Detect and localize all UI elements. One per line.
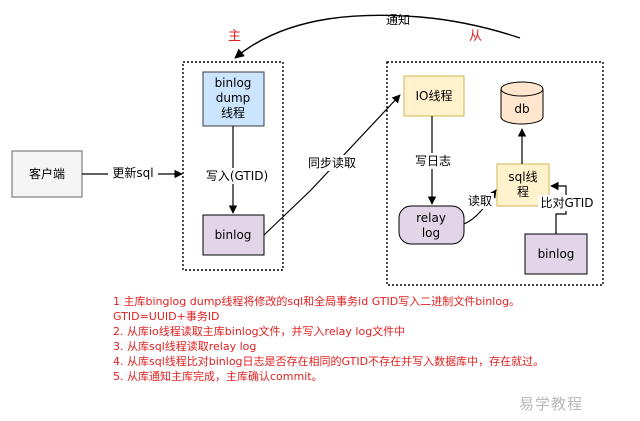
update-sql-label: 更新sql bbox=[112, 165, 153, 180]
steps-list: 1 主库binglog dump线程将修改的sql和全局事务id GTID写入二… bbox=[113, 294, 593, 384]
compare-gtid-label: 比对GTID bbox=[541, 196, 594, 210]
sync-read-label-bg bbox=[306, 155, 358, 171]
db-cylinder bbox=[500, 81, 544, 125]
sync-read-label: 同步读取 bbox=[308, 156, 356, 170]
master-group bbox=[182, 61, 284, 271]
binlog-dump-label-3: 线程 bbox=[221, 105, 245, 120]
io-thread-label: IO线程 bbox=[416, 88, 453, 103]
write-gtid-label-bg bbox=[206, 168, 268, 184]
master-binlog-box bbox=[202, 214, 265, 256]
read-label-bg bbox=[466, 193, 494, 209]
sync-read-arrow bbox=[263, 94, 401, 236]
slave-label: 从 bbox=[469, 29, 482, 44]
slave-group bbox=[386, 61, 604, 286]
step-item: 1 主库binglog dump线程将修改的sql和全局事务id GTID写入二… bbox=[113, 295, 521, 323]
sql-thread-label-2: 程 bbox=[517, 184, 529, 199]
slave-binlog-label: binlog bbox=[538, 247, 575, 261]
sql-thread-label-1: sql线 bbox=[508, 170, 537, 184]
step-item: 5. 从库通知主库完成，主库确认commit。 bbox=[113, 370, 323, 383]
relay-log-box bbox=[398, 205, 465, 245]
master-label: 主 bbox=[228, 29, 241, 44]
compare-gtid-label-bg bbox=[538, 195, 596, 211]
binlog-dump-label-1: binlog bbox=[215, 76, 252, 90]
compare-gtid-arrow bbox=[550, 181, 567, 234]
write-gtid-label: 写入(GTID) bbox=[206, 169, 268, 183]
notify-arrow bbox=[234, 14, 521, 59]
write-log-label: 写日志 bbox=[415, 154, 451, 168]
step-item: 2. 从库io线程读取主库binlog文件，并写入relay log文件中 bbox=[113, 325, 406, 338]
read-label: 读取 bbox=[468, 194, 492, 208]
binlog-dump-thread-box bbox=[202, 71, 265, 127]
step-item: 3. 从库sql线程读取relay log bbox=[113, 340, 257, 353]
db-label: db bbox=[514, 102, 529, 116]
master-binlog-label: binlog bbox=[215, 228, 252, 242]
io-thread-box bbox=[403, 75, 465, 117]
step-item: 4. 从库sql线程比对binlog日志是否存在相同的GTID不存在并写入数据库… bbox=[113, 355, 545, 368]
binlog-dump-label-2: dump bbox=[216, 91, 251, 105]
write-log-label-bg bbox=[411, 153, 455, 169]
relay-log-label-2: log bbox=[422, 226, 440, 240]
slave-binlog-box bbox=[524, 233, 588, 275]
watermark: 易学教程 bbox=[519, 395, 584, 413]
update-sql-label-bg bbox=[108, 164, 158, 180]
relay-log-label-1: relay bbox=[416, 211, 446, 225]
client-label: 客户端 bbox=[29, 166, 65, 181]
